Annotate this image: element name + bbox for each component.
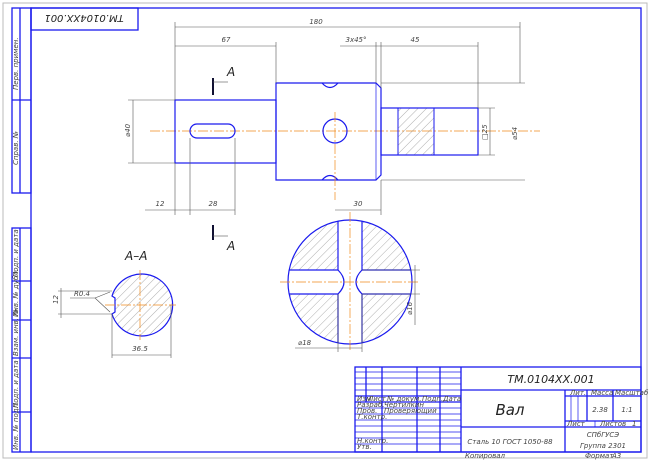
side-label: Подп. и дата	[12, 229, 20, 277]
role: Разраб.	[357, 401, 385, 409]
cross-section: ⌀16 ⌀18	[280, 212, 420, 352]
side-label: Подп. и дата	[12, 360, 20, 408]
part-name: Вал	[495, 401, 524, 419]
drawing-code: ТМ.0104ХХ.001	[507, 373, 594, 386]
header-sign: Подп.	[422, 395, 443, 403]
dim-67: 67	[222, 36, 231, 44]
mass-value: 2.38	[592, 406, 608, 414]
role-name: Чертилкин	[384, 401, 424, 409]
side-label: Инв. № дубл.	[12, 269, 20, 317]
sheet-label: Лист	[566, 420, 586, 428]
dim-chamfer: 3x45°	[345, 36, 366, 44]
group: Группа 2301	[580, 442, 626, 450]
sheets-label: Листов	[599, 420, 626, 428]
header-izm: Изм	[357, 395, 372, 403]
role: Пров.	[357, 407, 377, 415]
title-block: ТМ.0104ХХ.001 Изм Лист № докум. Подп. Да…	[354, 366, 649, 453]
section-markers: A A	[212, 65, 235, 253]
dim-12: 12	[156, 200, 165, 208]
organization: СПбГУСЭ	[587, 431, 620, 439]
scale-value: 1:1	[621, 406, 632, 414]
role: Утв.	[357, 443, 372, 451]
shaft-main-view	[150, 82, 540, 200]
dim-dia-18: ⌀18	[298, 339, 312, 347]
section-mark-bottom: A	[226, 239, 235, 253]
scale-label: Масштаб	[615, 389, 649, 397]
sheets-count: 1	[632, 420, 636, 428]
role: Н.контр.	[357, 437, 388, 445]
header-list: Лист	[367, 395, 387, 403]
format-value: A3	[611, 452, 621, 460]
square-flat	[397, 107, 435, 156]
dim-45: 45	[411, 36, 420, 44]
dimensions: 180 67 3x45° 45 ⌀40 □25 ⌀54 12 28	[124, 18, 525, 215]
dim-30: 30	[354, 200, 363, 208]
dim-dia-54: ⌀54	[511, 127, 519, 140]
rotated-code-box: ТМ.0104ХХ.001	[30, 7, 139, 31]
section-a-a: А–А 12 R0.4 36.5	[52, 249, 176, 358]
material: Сталь 10 ГОСТ 1050-88	[467, 438, 553, 446]
format-label: Формат	[585, 452, 614, 460]
dim-28: 28	[209, 200, 218, 208]
copied-label: Копировал	[465, 452, 506, 460]
dim-36-5: 36.5	[132, 345, 148, 353]
dim-square-25: □25	[481, 124, 489, 140]
side-label: Взам. инв. №	[12, 308, 20, 356]
side-stamp: Перв. примен. Справ. № Подп. и дата Инв.…	[11, 7, 32, 453]
rotated-code: ТМ.0104ХХ.001	[44, 12, 123, 23]
shaft-middle-section	[275, 82, 382, 181]
lit-label: Лит.	[569, 389, 586, 397]
dim-dia-40: ⌀40	[124, 123, 132, 137]
dim-section-12: 12	[52, 295, 60, 304]
header-doc: № докум.	[386, 395, 422, 403]
side-label: Справ. №	[12, 131, 20, 165]
section-a-outline	[111, 273, 174, 337]
role-name: Проверяющий	[384, 407, 437, 415]
side-label: Инв. № подл.	[12, 402, 20, 450]
side-label: Перв. примен.	[12, 37, 20, 90]
dim-dia-16: ⌀16	[406, 301, 414, 315]
header-date: Дата	[442, 395, 461, 403]
section-mark-top: A	[226, 65, 235, 79]
role: Т.контр.	[357, 413, 387, 421]
section-title: А–А	[124, 249, 147, 263]
dim-180: 180	[309, 18, 323, 26]
dim-radius: R0.4	[74, 290, 90, 298]
keyway-slot	[189, 123, 236, 139]
mass-label: Масса	[591, 389, 613, 397]
